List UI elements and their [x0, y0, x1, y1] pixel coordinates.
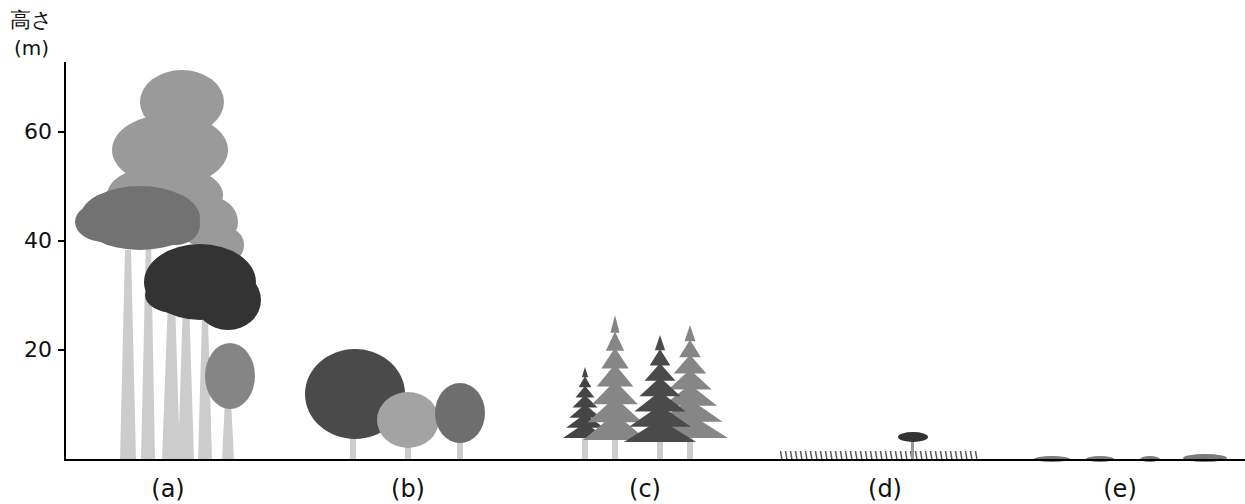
axis-unit: (m) [14, 38, 49, 58]
grass-blade [836, 451, 838, 460]
conifer-tier [685, 325, 696, 341]
grass-blade [961, 451, 963, 460]
grass-blade [791, 451, 793, 460]
grass-blade [781, 451, 783, 460]
grass-blade [861, 451, 863, 460]
conifer-tier [650, 349, 671, 366]
lower-canopy [205, 343, 255, 409]
axes [58, 62, 1245, 461]
grass-strokes [781, 451, 978, 460]
conifer-trees [563, 315, 728, 460]
grass-blade [846, 451, 848, 460]
grass-blade [926, 451, 928, 460]
grass-blade [956, 451, 958, 460]
grass-blade [906, 451, 908, 460]
panel-label: (e) [1103, 477, 1137, 501]
grass-blade [806, 451, 808, 460]
grass-blade [916, 451, 918, 460]
conifer-tier [624, 419, 696, 442]
grass-blade [971, 451, 973, 460]
grass-blade [941, 451, 943, 460]
grass-blade [821, 451, 823, 460]
tick-label: 40 [24, 230, 52, 252]
conifer-tier [679, 340, 701, 357]
tick-label: 20 [24, 339, 52, 361]
grass-blade [946, 451, 948, 460]
grass-blade [931, 451, 933, 460]
grass-blade [831, 451, 833, 460]
grass-blade [951, 451, 953, 460]
grass-blade [876, 451, 878, 460]
acacia-tree [898, 432, 928, 460]
grass-blade [871, 451, 873, 460]
grass-blade [856, 451, 858, 460]
panel-label: (d) [868, 477, 902, 501]
grass-blade [936, 451, 938, 460]
middle-canopy [144, 244, 261, 330]
tick-label: 60 [24, 121, 52, 143]
panel-label: (b) [391, 477, 425, 501]
grass-blade [811, 451, 813, 460]
grass-blade [866, 451, 868, 460]
conifer-tier [582, 367, 588, 377]
grass-blade [851, 451, 853, 460]
upper-canopy [75, 186, 200, 250]
axis-title: 高さ [10, 10, 53, 31]
grass-blade [891, 451, 893, 460]
grass-blade [816, 451, 818, 460]
panel-label: (c) [629, 477, 661, 501]
grass-blade [786, 451, 788, 460]
grass-blade [826, 451, 828, 460]
grass-blade [896, 451, 898, 460]
grass-blade [841, 451, 843, 460]
broadleaf-trees [305, 349, 485, 460]
conifer-tier [655, 335, 665, 350]
conifer-tier [610, 315, 619, 333]
grass-blade [801, 451, 803, 460]
grass-blade [881, 451, 883, 460]
grass-blade [921, 451, 923, 460]
grass-blade [796, 451, 798, 460]
grass-blade [976, 451, 978, 460]
conifer-tier [579, 376, 592, 387]
grass-blade [901, 451, 903, 460]
panel-label: (a) [151, 477, 184, 501]
grass-blade [966, 451, 968, 460]
grass-blade [886, 451, 888, 460]
conifer-tier [606, 331, 624, 350]
